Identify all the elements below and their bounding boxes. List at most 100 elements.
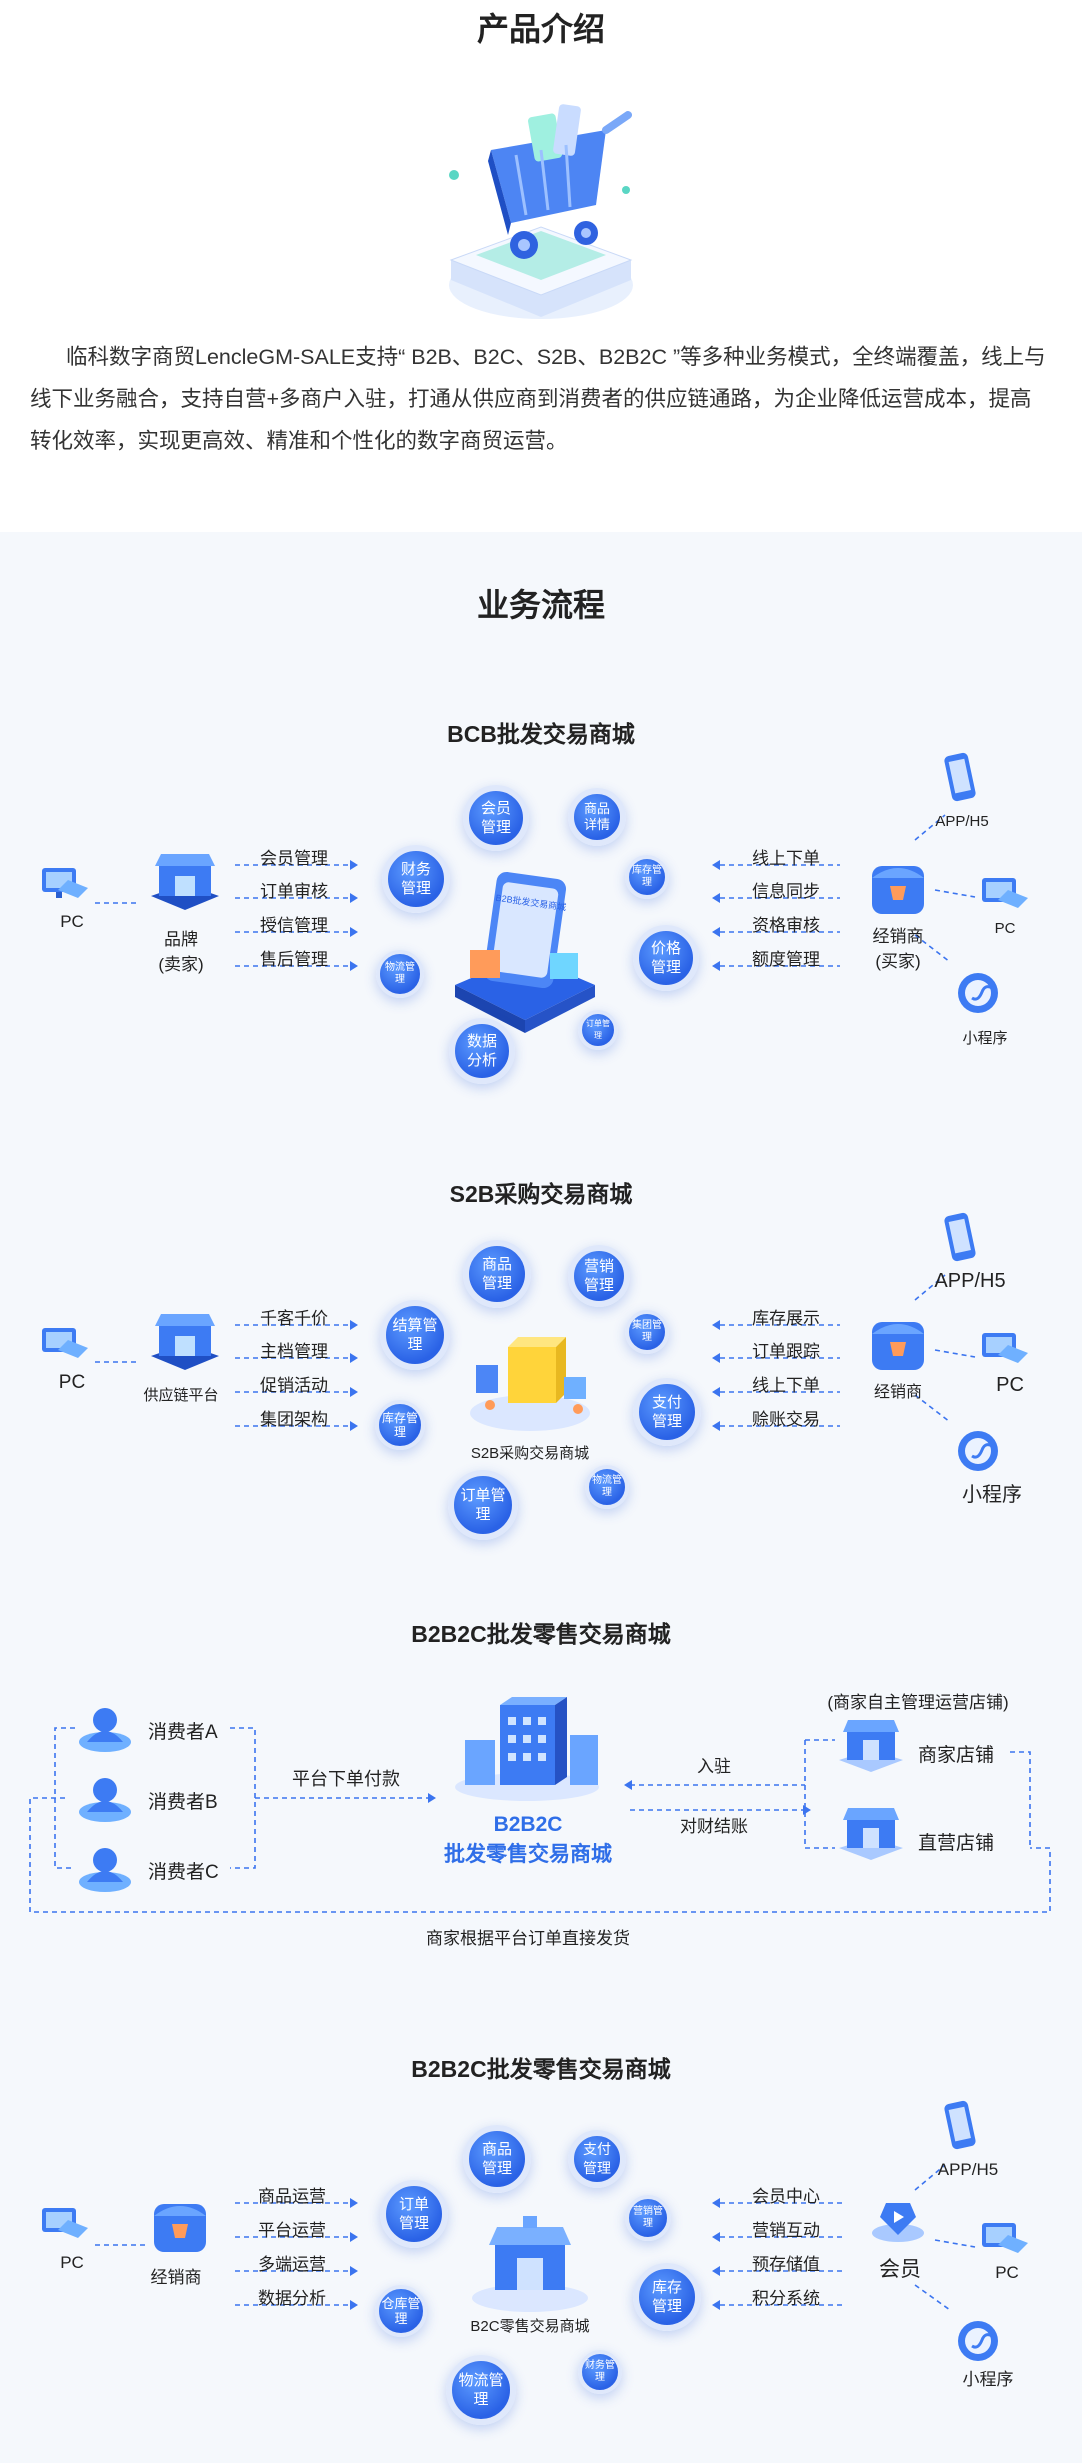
bcb-title: BCB批发交易商城 bbox=[447, 721, 635, 747]
retail-bubble: 物流管理 bbox=[446, 2355, 516, 2425]
s2b-title: S2B采购交易商城 bbox=[449, 1181, 633, 1207]
mini-program-icon bbox=[958, 1431, 998, 1471]
pc-icon bbox=[42, 1328, 88, 1358]
s2b-terminal-pc: PC bbox=[996, 1374, 1024, 1396]
store-icon bbox=[151, 854, 219, 910]
retail-terminal-app: APP/H5 bbox=[937, 2160, 999, 2179]
bcb-bubble: 库存管理 bbox=[625, 855, 669, 899]
s2b-mall-illustration bbox=[470, 1337, 590, 1431]
bcb-right-role: 经销商(买家) bbox=[873, 922, 924, 972]
s2b-terminal-mini: 小程序 bbox=[962, 1484, 1022, 1506]
b2b2c-wholesale-title: B2B2C批发零售交易商城 bbox=[411, 1621, 671, 1647]
consumer-label: 消费者C bbox=[148, 1862, 219, 1883]
consumer-icon bbox=[79, 1708, 131, 1752]
bcb-arrows bbox=[95, 814, 976, 971]
s2b-bubble: 库存管理 bbox=[375, 1400, 425, 1450]
s2b-bubble: 物流管理 bbox=[585, 1465, 629, 1509]
shop-bag-icon bbox=[872, 1322, 924, 1370]
bcb-right-item: 额度管理 bbox=[752, 950, 820, 969]
merchant-store-icon bbox=[839, 1720, 903, 1772]
bcb-diagram: BCB批发交易商城 PC 品牌(卖家) 会员管理 订单审核 授信管理 售后管理 … bbox=[0, 700, 1082, 1084]
bcb-terminal-app: APP/H5 bbox=[935, 813, 989, 830]
consumer-icon bbox=[79, 1778, 131, 1822]
bcb-left-role-line1: 品牌 bbox=[163, 930, 198, 949]
flow-title: 业务流程 bbox=[476, 587, 605, 623]
s2b-right-item: 库存展示 bbox=[752, 1309, 820, 1328]
store-label: 直营店铺 bbox=[918, 1833, 995, 1854]
shopping-cart-illustration bbox=[449, 104, 633, 319]
s2b-left-role: 供应链平台 bbox=[143, 1387, 219, 1404]
pc-icon bbox=[42, 868, 88, 898]
store-icon bbox=[151, 1314, 219, 1370]
retail-bubble: 库存管理 bbox=[633, 2263, 701, 2331]
s2b-left-terminal: PC bbox=[58, 1372, 86, 1393]
pc-icon bbox=[982, 2223, 1028, 2253]
retail-bubble: 财务管理 bbox=[578, 2350, 622, 2394]
retail-right-item: 预存储值 bbox=[752, 2255, 820, 2274]
retail-right-item: 积分系统 bbox=[752, 2289, 820, 2308]
intro-paragraph: 临科数字商贸LencleGM-SALE支持“ B2B、B2C、S2B、B2B2C… bbox=[30, 345, 1046, 453]
s2b-bubble: 商品管理 bbox=[463, 1240, 531, 1308]
intro-section: 产品介绍 临科数字商贸LencleGM-SALE支持“ B2B、B2C、S2B、… bbox=[0, 0, 1082, 532]
s2b-left-item: 主档管理 bbox=[260, 1342, 328, 1361]
s2b-bubble: 订单管理 bbox=[448, 1470, 518, 1540]
bcb-left-item: 售后管理 bbox=[260, 950, 328, 969]
s2b-center-label: S2B采购交易商城 bbox=[470, 1445, 590, 1462]
mobile-icon bbox=[944, 2100, 976, 2150]
pc-icon bbox=[42, 2208, 88, 2238]
bcb-right-item: 资格审核 bbox=[752, 916, 820, 935]
bcb-left-item: 会员管理 bbox=[260, 849, 328, 868]
retail-left-item: 平台运营 bbox=[258, 2221, 326, 2240]
b2b2c-retail-diagram: B2B2C批发零售交易商城 PC 经销商 商品运营 平台运营 多端运营 数据分析… bbox=[0, 2035, 1082, 2455]
s2b-right-item: 赊账交易 bbox=[752, 1410, 820, 1429]
store-label: 商家店铺 bbox=[918, 1745, 995, 1766]
mini-program-icon bbox=[958, 2321, 998, 2361]
member-icon bbox=[872, 2203, 924, 2242]
bcb-left-role-line2: (卖家) bbox=[158, 955, 204, 974]
bcb-bubble: 数据分析 bbox=[449, 1018, 515, 1084]
retail-right-item: 会员中心 bbox=[752, 2187, 820, 2206]
bcb-left-role: 品牌 (卖家) bbox=[158, 925, 203, 975]
retail-right-role: 会员 bbox=[879, 2258, 921, 2281]
retail-bubble: 仓库管理 bbox=[375, 2285, 427, 2337]
pc-icon bbox=[982, 878, 1028, 908]
pay-label: 平台下单付款 bbox=[292, 1769, 400, 1789]
s2b-right-item: 线上下单 bbox=[752, 1376, 820, 1395]
direct-store-icon bbox=[839, 1808, 903, 1860]
bcb-bubble: 商品详情 bbox=[568, 788, 626, 846]
b2b2c-retail-arrows bbox=[95, 2164, 976, 2311]
s2b-terminal-app: APP/H5 bbox=[934, 1270, 1006, 1292]
b2b2c-center-line2: 批发零售交易商城 bbox=[444, 1843, 612, 1866]
s2b-bubble: 支付管理 bbox=[633, 1378, 701, 1446]
s2b-bubble: 集团管理 bbox=[625, 1310, 669, 1354]
retail-right-item: 营销互动 bbox=[752, 2221, 820, 2240]
mobile-icon bbox=[944, 1212, 976, 1262]
mini-program-icon bbox=[958, 973, 998, 1013]
retail-bubble: 支付管理 bbox=[568, 2130, 626, 2188]
bcb-terminal-mini: 小程序 bbox=[962, 1030, 1008, 1047]
retail-left-item: 数据分析 bbox=[258, 2289, 326, 2308]
bcb-left-terminal: PC bbox=[60, 912, 84, 931]
mobile-icon bbox=[944, 752, 976, 802]
s2b-diagram: S2B采购交易商城 PC 供应链平台 千客千价 主档管理 促销活动 集团架构 库… bbox=[0, 1160, 1082, 1540]
bcb-bubble: 会员管理 bbox=[463, 785, 529, 851]
consumer-label: 消费者B bbox=[148, 1792, 218, 1813]
bcb-left-item: 授信管理 bbox=[260, 916, 328, 935]
retail-left-item: 商品运营 bbox=[258, 2187, 326, 2206]
s2b-left-item: 集团架构 bbox=[260, 1410, 328, 1429]
ship-label: 商家根据平台订单直接发货 bbox=[426, 1929, 630, 1948]
b2b2c-retail-title: B2B2C批发零售交易商城 bbox=[411, 2056, 671, 2082]
settle-account-label: 对财结账 bbox=[680, 1817, 748, 1836]
consumer-icon bbox=[79, 1848, 131, 1892]
merchant-note: (商家自主管理运营店铺) bbox=[827, 1693, 1009, 1712]
bcb-right-item: 信息同步 bbox=[752, 882, 820, 901]
retail-left-role: 经销商 bbox=[150, 2268, 202, 2287]
retail-bubble: 商品管理 bbox=[463, 2125, 531, 2193]
bcb-right-item: 线上下单 bbox=[752, 849, 820, 868]
bcb-bubble: 财务管理 bbox=[382, 845, 450, 913]
shop-bag-icon bbox=[154, 2204, 206, 2252]
shop-bag-icon bbox=[872, 866, 924, 914]
b2b2c-wholesale-diagram: B2B2C批发零售交易商城 消费者A 消费者B 消费者C 平台下单付款 B2B2… bbox=[0, 1600, 1082, 1970]
bcb-right-role-line2: (买家) bbox=[875, 952, 921, 971]
